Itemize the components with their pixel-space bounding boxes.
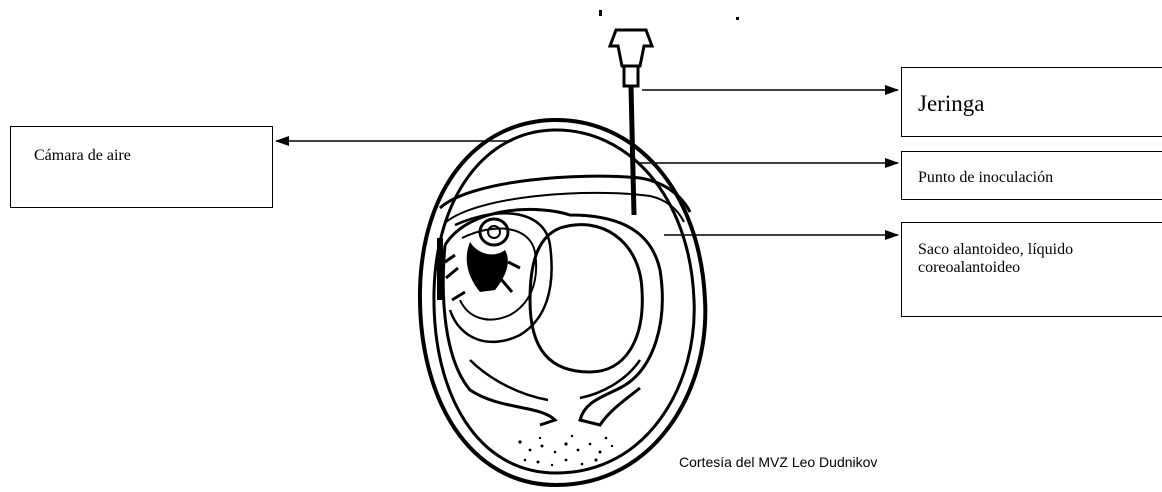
air-chamber-label: Cámara de aire (34, 147, 131, 165)
embryo (440, 219, 520, 300)
syringe-needle (631, 86, 634, 215)
air-chamber-label-box: Cámara de aire (10, 126, 273, 208)
syringe-label: Jeringa (918, 91, 984, 117)
speck (599, 10, 602, 16)
inoculation-point-label-box: Punto de inoculación (901, 151, 1162, 200)
syringe (610, 30, 652, 215)
albumen-speckles (518, 435, 613, 466)
speck (736, 17, 739, 20)
allantoic-sac-label: Saco alantoideo, líquido coreoalantoideo (918, 241, 1088, 278)
inoculation-point-label: Punto de inoculación (918, 169, 1053, 187)
credit-caption: Cortesía del MVZ Leo Dudnikov (679, 454, 877, 470)
syringe-label-box: Jeringa (901, 67, 1162, 137)
allantoic-sac-label-box: Saco alantoideo, líquido coreoalantoideo (901, 222, 1162, 317)
